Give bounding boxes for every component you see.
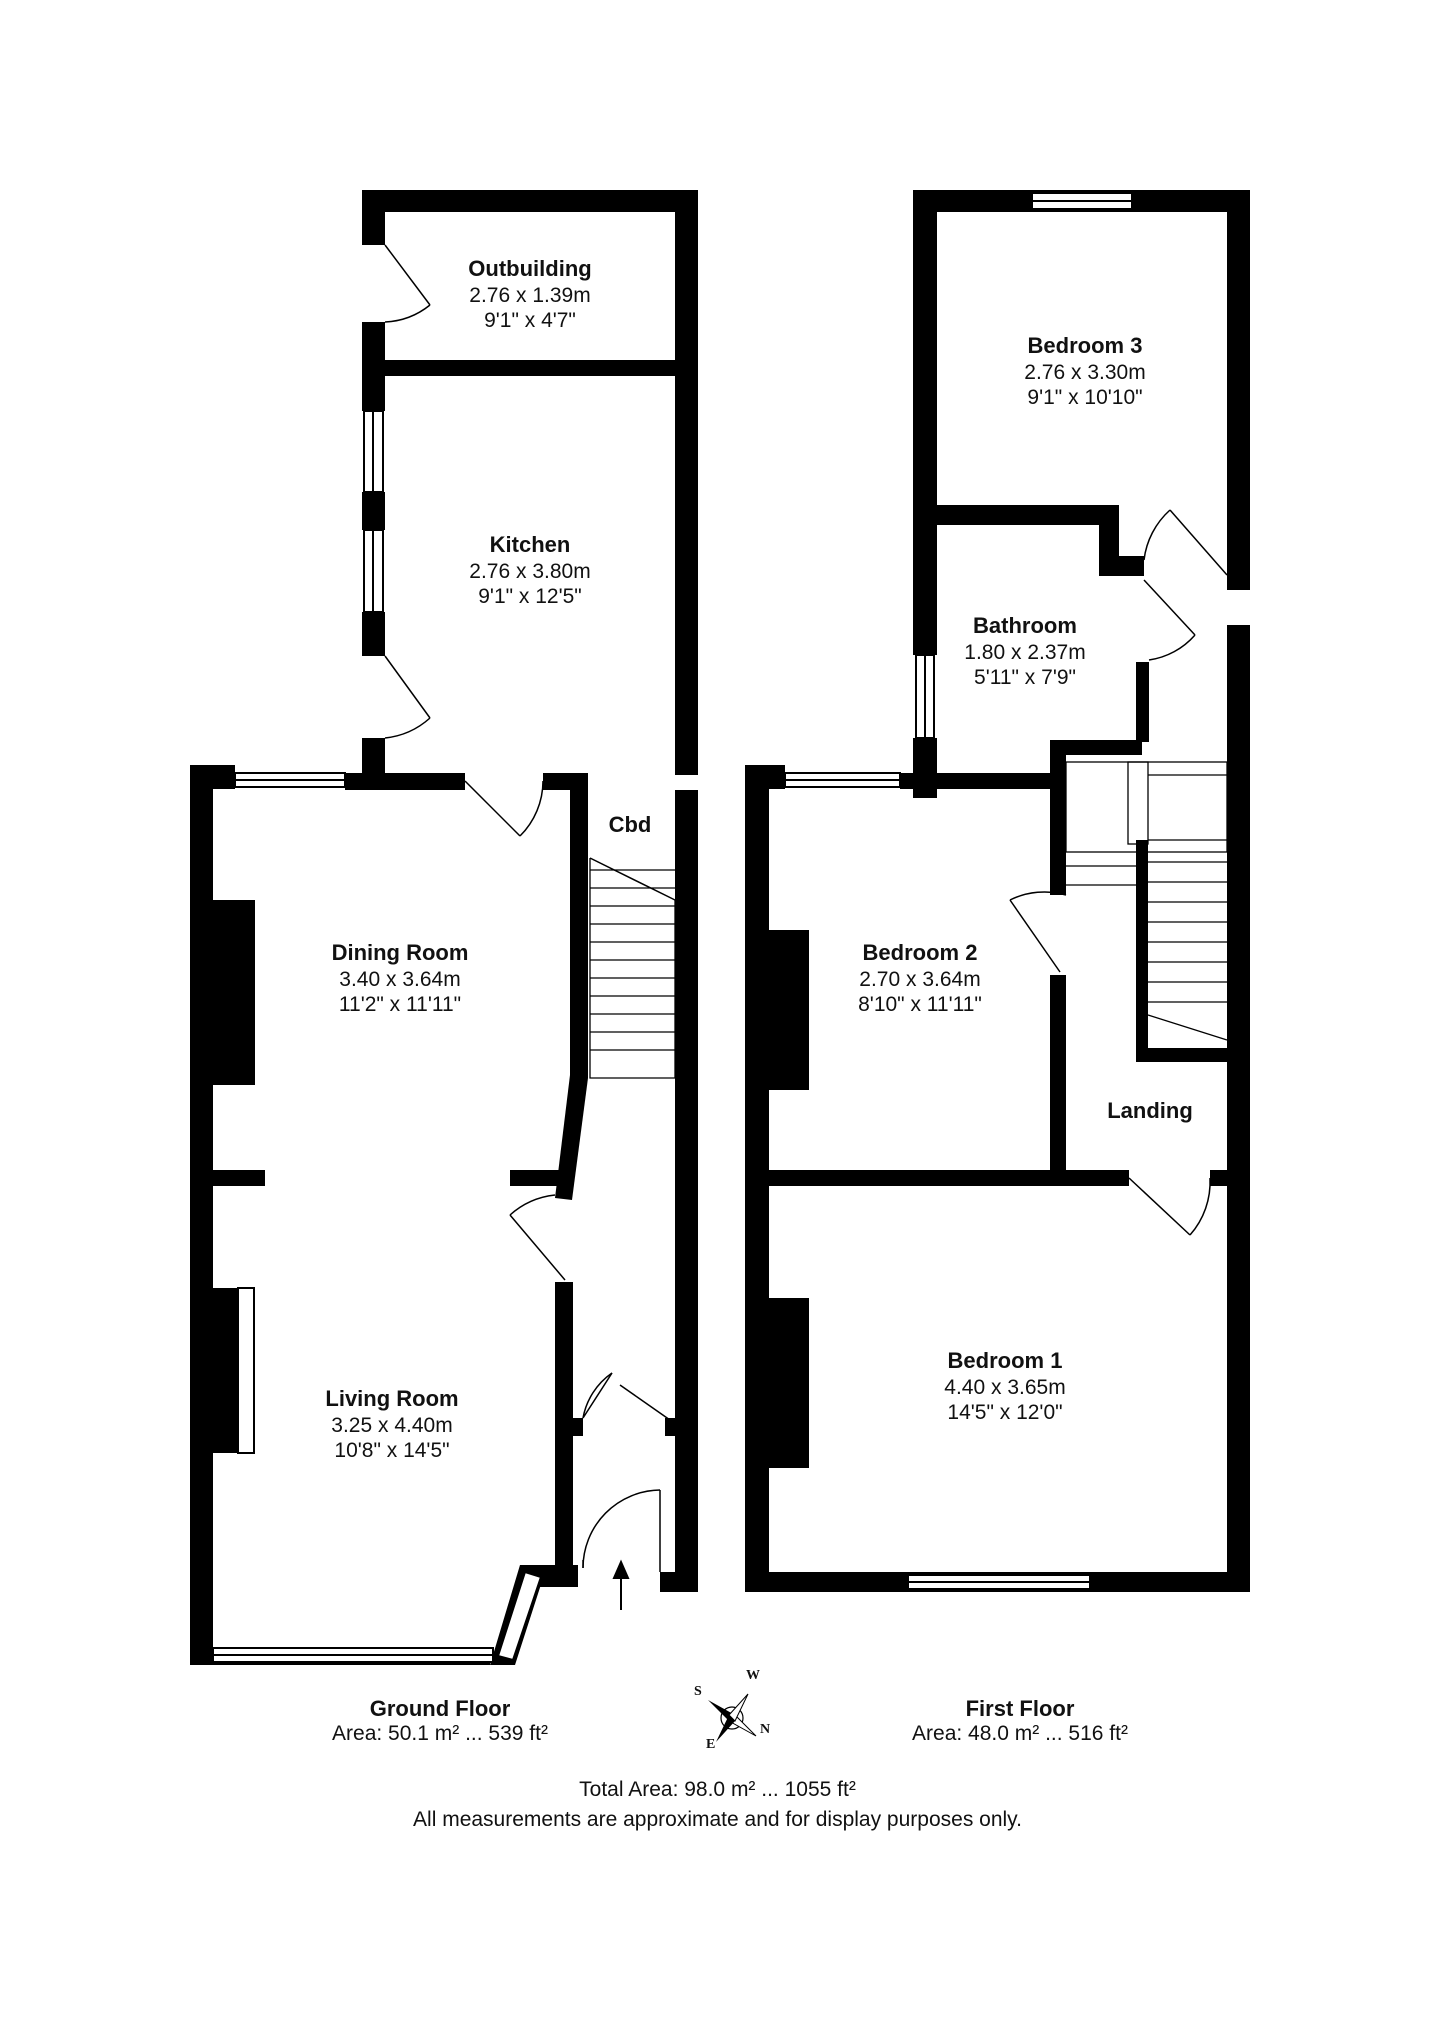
dining-right-wall-angled [555, 1075, 588, 1200]
living-fireplace [237, 1287, 255, 1454]
ground-floor-name: Ground Floor [369, 1696, 511, 1721]
outbuilding-left-wall-lower [362, 322, 385, 362]
bedroom2-imperial: 8'10" x 11'11" [858, 993, 982, 1017]
partition-stub-left [213, 1170, 265, 1186]
dining-top-wall-mid [345, 773, 465, 790]
bedroom2-metric: 2.70 x 3.64m [859, 967, 981, 991]
bedroom2-label: Bedroom 2 2.70 x 3.64m 8'10" x 11'11" [820, 940, 1020, 1018]
kitchen-left-wall-a [362, 376, 385, 411]
compass-e: E [706, 1737, 716, 1752]
bed1-top-wall-right [1210, 1170, 1227, 1186]
ground-floor-caption: Ground Floor Area: 50.1 m² ... 539 ft² [290, 1696, 590, 1746]
bedroom3-metric: 2.76 x 3.30m [1024, 360, 1146, 384]
landing-label: Landing [1107, 1098, 1193, 1123]
outbuilding-left-wall [362, 190, 385, 245]
hall-bottom-right [660, 1572, 698, 1592]
stair-box-left [1136, 840, 1148, 1055]
living-room-imperial: 10'8" x 14'5" [334, 1439, 450, 1463]
dining-chimney-breast [213, 900, 255, 1085]
ground-floor-area: Area: 50.1 m² ... 539 ft² [332, 1722, 548, 1745]
bath-bottom-wall [1050, 740, 1142, 755]
ground-right-wall [675, 190, 698, 775]
entrance-arrow [612, 1559, 630, 1610]
ground-right-wall-lower [675, 790, 698, 1592]
hall-left-wall [555, 1282, 573, 1582]
ground-left-wall [190, 765, 213, 1665]
bath-top-notch-h [1099, 556, 1144, 576]
bath-right-wall [1136, 662, 1149, 742]
first-left-wall [745, 765, 769, 1590]
kitchen-metric: 2.76 x 3.80m [469, 559, 591, 583]
first-stairs [1065, 761, 1228, 1041]
outbuilding-label: Outbuilding 2.76 x 1.39m 9'1" x 4'7" [430, 256, 630, 334]
first-floor-name: First Floor [965, 1696, 1075, 1721]
first-right-wall-lower [1227, 625, 1250, 1590]
living-room-metric: 3.25 x 4.40m [331, 1413, 453, 1437]
first-floor-caption: First Floor Area: 48.0 m² ... 516 ft² [870, 1696, 1170, 1746]
bedroom1-name: Bedroom 1 [947, 1348, 1063, 1373]
bed1-chimney [769, 1298, 809, 1468]
compass-icon [708, 1693, 757, 1742]
bathroom-metric: 1.80 x 2.37m [964, 640, 1086, 664]
dining-room-imperial: 11'2" x 11'11" [338, 993, 462, 1017]
kitchen-imperial: 9'1" x 12'5" [478, 585, 582, 609]
bed3-bottom-wall [937, 505, 1119, 525]
outbuilding-name: Outbuilding [468, 256, 592, 281]
ground-stairs [590, 869, 675, 1051]
bedroom1-metric: 4.40 x 3.65m [944, 1375, 1066, 1399]
kitchen-left-wall-c [362, 612, 385, 656]
bay-side-window [496, 1570, 543, 1662]
living-chimney-breast [213, 1288, 238, 1453]
hall-stub [573, 1418, 583, 1436]
cupboard-label: Cbd [608, 812, 652, 837]
bedroom1-imperial: 14'5" x 12'0" [947, 1401, 1063, 1425]
dining-room-label: Dining Room 3.40 x 3.64m 11'2" x 11'11" [290, 940, 510, 1018]
outbuilding-top-wall [362, 190, 698, 212]
first-floor-area: Area: 48.0 m² ... 516 ft² [912, 1722, 1128, 1745]
kitchen-label: Kitchen 2.76 x 3.80m 9'1" x 12'5" [430, 532, 630, 610]
first-right-wall [1227, 190, 1250, 590]
bed2-top-wall-left [745, 765, 785, 789]
outbuilding-imperial: 9'1" x 4'7" [484, 309, 576, 333]
kitchen-name: Kitchen [489, 532, 571, 557]
partition-stub-right [510, 1170, 560, 1186]
bedroom1-label: Bedroom 1 4.40 x 3.65m 14'5" x 12'0" [905, 1348, 1105, 1426]
bed2-right-wall-top [1050, 745, 1066, 895]
kitchen-left-wall-b [362, 492, 385, 530]
bathroom-label: Bathroom 1.80 x 2.37m 5'11" x 7'9" [940, 613, 1110, 691]
bathroom-imperial: 5'11" x 7'9" [974, 666, 1076, 690]
bed2-chimney [769, 930, 809, 1090]
outbuilding-divider-wall [362, 360, 698, 376]
living-room-name: Living Room [325, 1386, 459, 1411]
bed2-top-wall-right [900, 773, 1065, 789]
dining-room-name: Dining Room [331, 940, 469, 965]
compass-s: S [694, 1684, 702, 1699]
bed1-top-wall [769, 1170, 1129, 1186]
dining-room-metric: 3.40 x 3.64m [339, 967, 461, 991]
dining-right-wall [570, 773, 588, 1078]
bed2-right-wall-bottom [1050, 975, 1066, 1175]
outbuilding-metric: 2.76 x 1.39m [469, 283, 591, 307]
bed3-left-wall [913, 190, 937, 655]
disclaimer: All measurements are approximate and for… [413, 1808, 1022, 1831]
bedroom3-name: Bedroom 3 [1027, 333, 1143, 358]
compass-w: W [746, 1668, 760, 1683]
living-room-label: Living Room 3.25 x 4.40m 10'8" x 14'5" [282, 1386, 502, 1464]
bathroom-name: Bathroom [973, 613, 1077, 638]
bedroom3-imperial: 9'1" x 10'10" [1027, 386, 1143, 410]
total-area: Total Area: 98.0 m² ... 1055 ft² [579, 1778, 856, 1801]
compass-n: N [760, 1722, 771, 1737]
bedroom2-name: Bedroom 2 [862, 940, 978, 965]
hall-stub-right [665, 1418, 677, 1436]
bedroom3-label: Bedroom 3 2.76 x 3.30m 9'1" x 10'10" [985, 333, 1185, 411]
stair-box-bottom [1136, 1048, 1227, 1062]
